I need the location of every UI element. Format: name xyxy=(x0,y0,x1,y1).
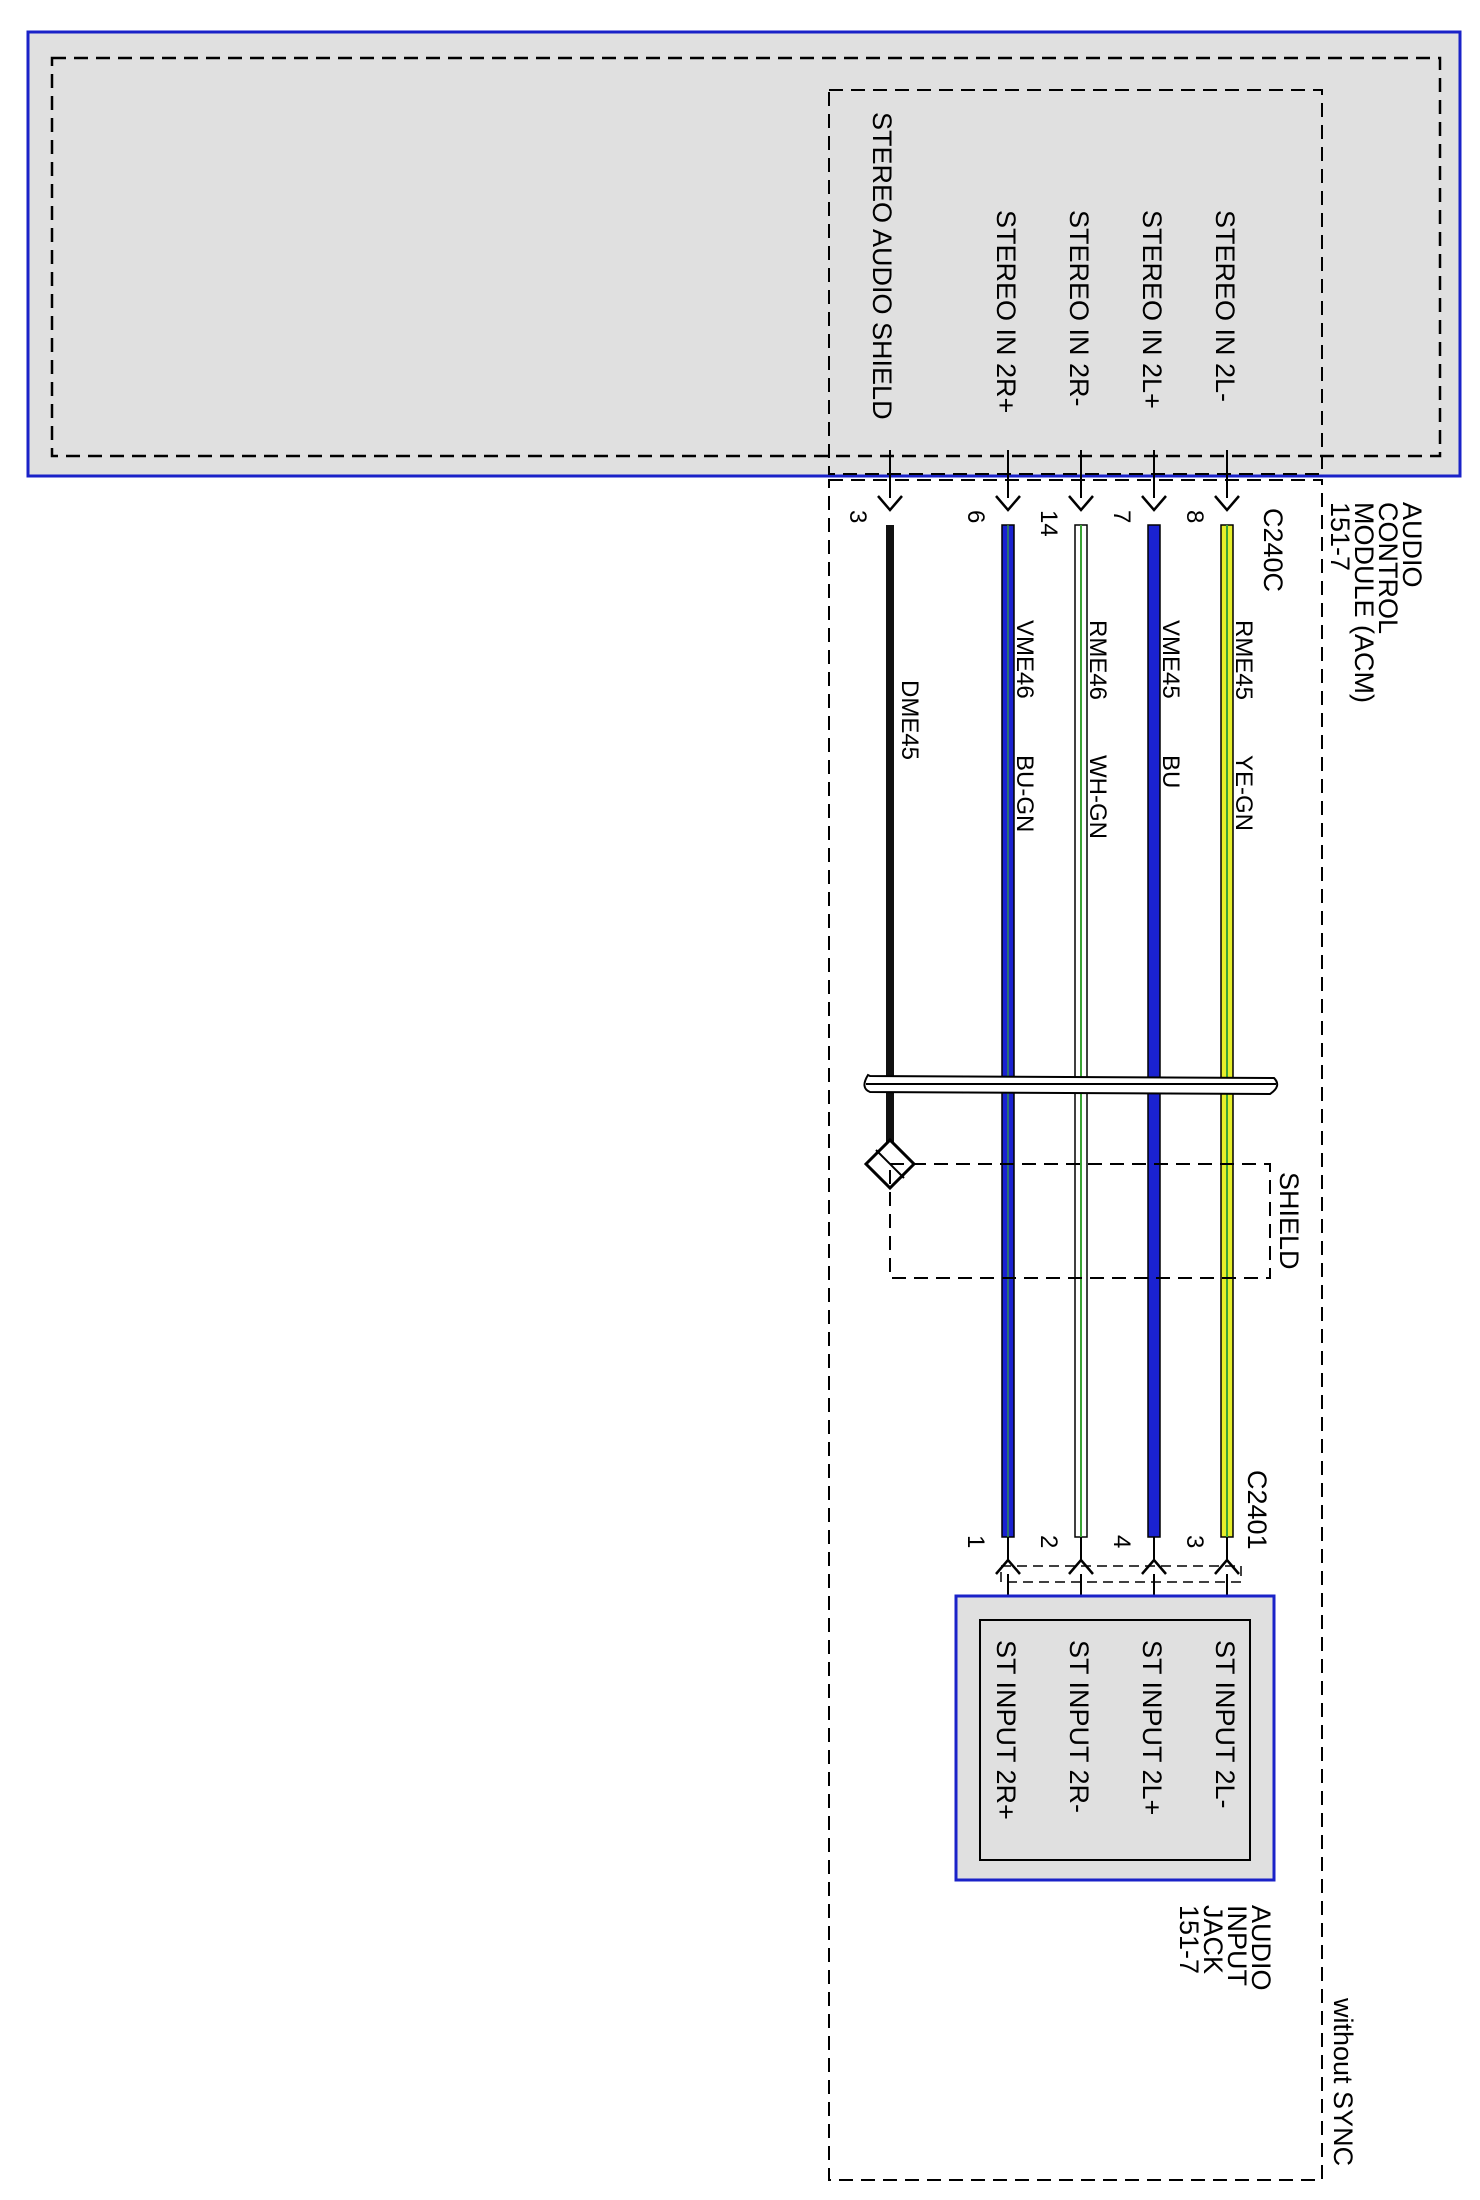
jack-pin-name: ST INPUT 2L+ xyxy=(1137,1640,1167,1815)
acm-pin-number: 6 xyxy=(962,510,989,523)
acm-title-line-1: AUDIO xyxy=(1397,502,1427,588)
acm-title: AUDIO CONTROL MODULE (ACM) 151-7 xyxy=(1325,502,1427,703)
option-region xyxy=(828,479,1323,2181)
wire-color-label: WH-GN xyxy=(1084,755,1111,839)
acm-connector-label: C240C xyxy=(1258,508,1288,592)
jack-pin-number: 3 xyxy=(1181,1535,1208,1548)
jack-pin-number: 1 xyxy=(962,1535,989,1548)
acm-pin-number: 14 xyxy=(1035,510,1062,537)
jack-connector-arrows xyxy=(995,1558,1240,1575)
acm-connector-arrows xyxy=(877,495,1240,512)
jack-title-line-1: AUDIO xyxy=(1246,1905,1276,1991)
jack-connector-dashed xyxy=(1000,1565,1242,1583)
wire-circuit-label: DME45 xyxy=(896,680,923,760)
acm-pin-number: 3 xyxy=(844,510,871,523)
acm-pin-name-shield: STEREO AUDIO SHIELD xyxy=(867,112,897,420)
jack-connector-label: C2401 xyxy=(1242,1470,1272,1550)
jack-pin-name: ST INPUT 2R+ xyxy=(991,1640,1021,1820)
jack-title-line-3: JACK xyxy=(1198,1905,1228,1974)
jack-title: AUDIO INPUT JACK 151-7 xyxy=(1174,1905,1276,1991)
acm-pin-number: 7 xyxy=(1108,510,1135,523)
acm-inner-dashed xyxy=(50,56,1442,458)
acm-pin-stubs xyxy=(889,450,1228,498)
shield-dashed-box xyxy=(889,1163,1271,1279)
shield-label: SHIELD xyxy=(1274,1172,1304,1270)
acm-pin-name-2l-minus: STEREO IN 2L- xyxy=(1210,210,1240,402)
wire-circuit-label: RME45 xyxy=(1230,620,1257,700)
jack-pin-number: 4 xyxy=(1108,1535,1135,1548)
acm-module-box xyxy=(26,30,1462,478)
jack-pin-name: ST INPUT 2L- xyxy=(1210,1640,1240,1809)
wire-drain xyxy=(886,525,894,1165)
option-label: without SYNC xyxy=(1328,1997,1358,2166)
wire-circuit-label: RME46 xyxy=(1084,620,1111,700)
wire-circuit-label: VME46 xyxy=(1011,620,1038,699)
acm-title-line-2: CONTROL xyxy=(1373,502,1403,634)
acm-pin-name-2r-minus: STEREO IN 2R- xyxy=(1064,210,1094,407)
jack-pin-name: ST INPUT 2R- xyxy=(1064,1640,1094,1813)
acm-connector-region xyxy=(828,89,1323,475)
jack-title-line-4: 151-7 xyxy=(1174,1905,1204,1974)
jack-inner-box xyxy=(979,1619,1251,1861)
wire-color-label: YE-GN xyxy=(1230,755,1257,831)
wire-circuit-label: VME45 xyxy=(1157,620,1184,699)
acm-pin-name-2l-plus: STEREO IN 2L+ xyxy=(1137,210,1167,409)
wire-color-label: BU-GN xyxy=(1011,755,1038,832)
acm-pin-number: 8 xyxy=(1181,510,1208,523)
acm-pin-name-2r-plus: STEREO IN 2R+ xyxy=(991,210,1021,413)
jack-title-line-2: INPUT xyxy=(1222,1905,1252,1986)
wire-color-label: BU xyxy=(1157,755,1184,788)
acm-title-line-3: MODULE (ACM) xyxy=(1349,502,1379,703)
jack-pin-number: 2 xyxy=(1035,1535,1062,1548)
jack-module-box xyxy=(954,1594,1276,1882)
acm-title-line-4: 151-7 xyxy=(1325,502,1355,571)
wires xyxy=(886,524,1234,1538)
